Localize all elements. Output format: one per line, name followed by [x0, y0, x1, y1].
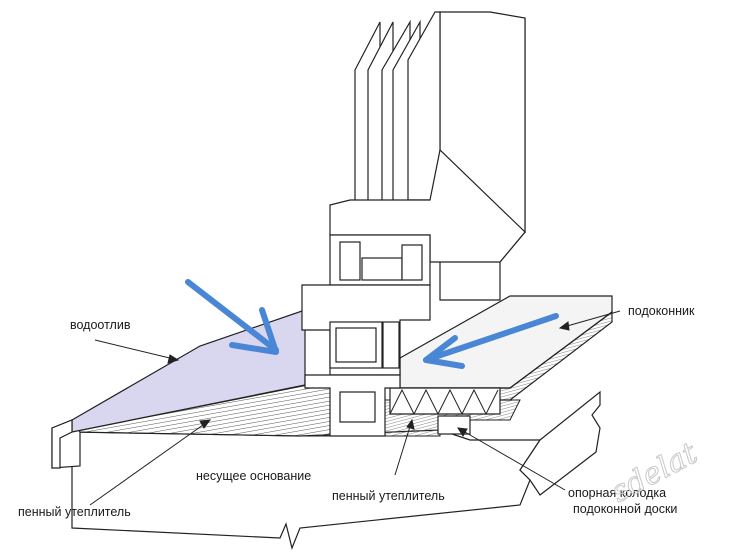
arrow-left-icon [185, 279, 279, 353]
arrow-right-icon [423, 313, 559, 363]
leader-lines [89, 310, 621, 506]
label-support-block-2: подоконной доски [573, 502, 677, 516]
drip-sill [51, 309, 306, 469]
label-support-block-1: опорная колодка [568, 486, 666, 500]
label-foam-center: пенный утеплитель [332, 489, 445, 503]
label-load-base: несущее основание [196, 469, 311, 483]
window-profile [301, 11, 526, 437]
labels: водоотлив подоконник несущее основание п… [18, 304, 695, 519]
highlight-arrows [185, 279, 559, 369]
label-drip-sill: водоотлив [70, 318, 131, 332]
label-foam-left: пенный утеплитель [18, 505, 131, 519]
label-window-sill: подоконник [628, 304, 695, 318]
